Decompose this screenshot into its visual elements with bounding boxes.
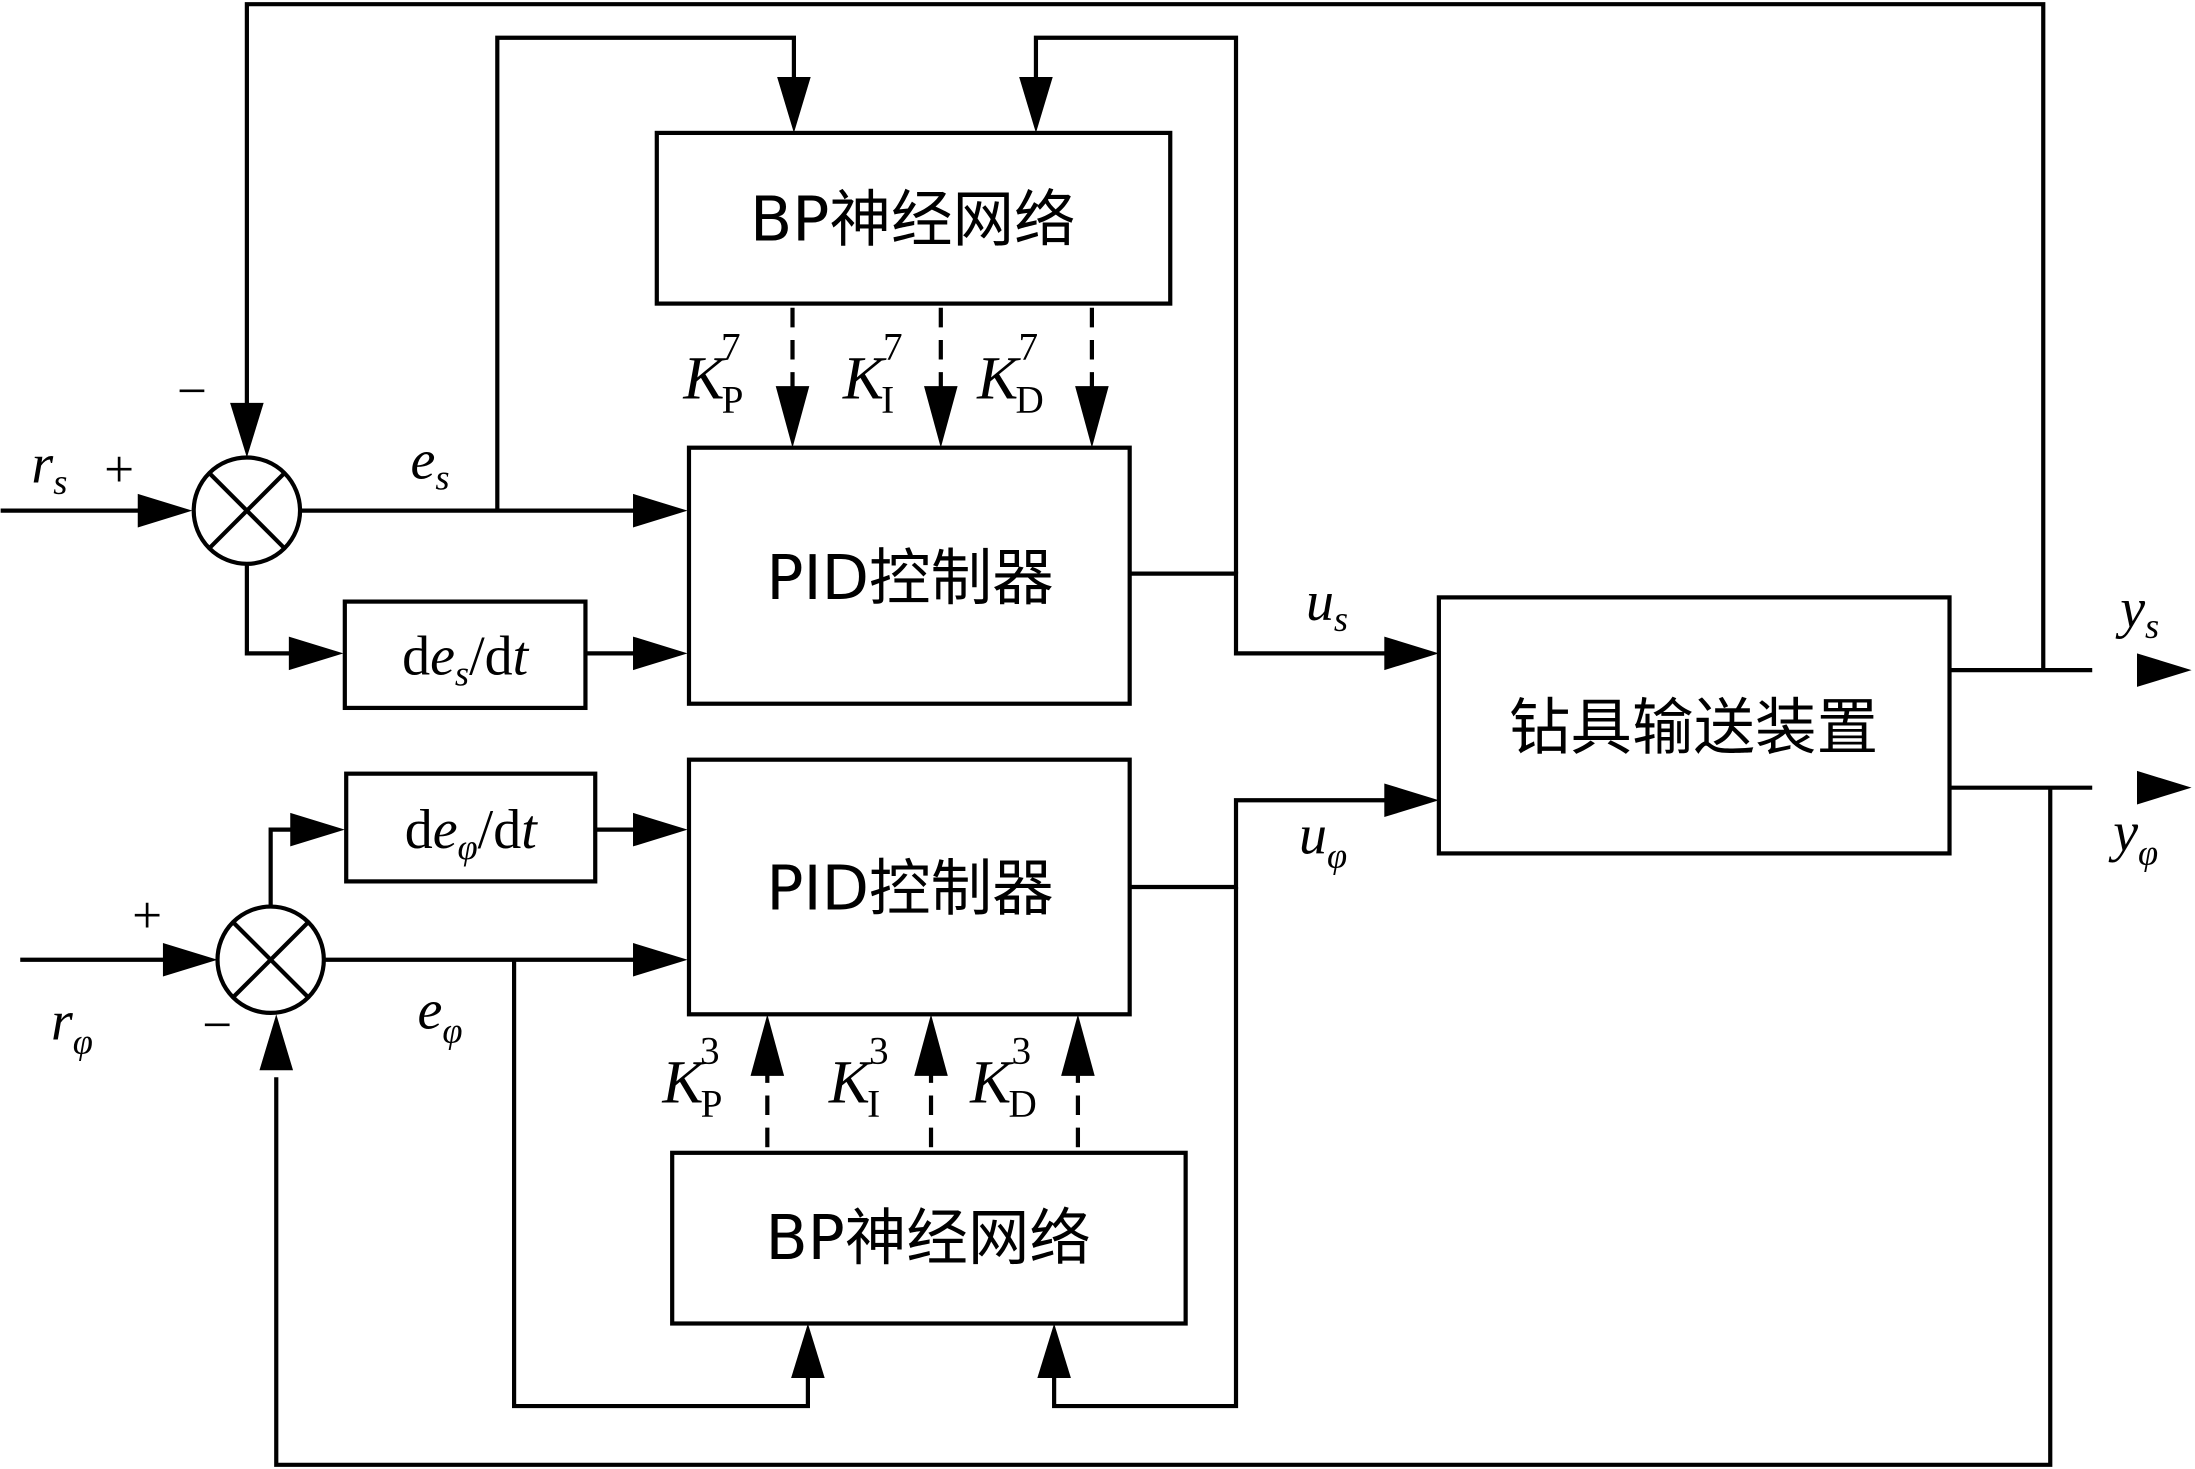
pid-controller-top-label: PID控制器: [766, 542, 1053, 614]
label-e-phi: eφ: [418, 979, 463, 1050]
arrowheads: [137, 76, 2192, 1379]
derivative-block-phi: [344, 771, 598, 884]
pid-controller-top: [686, 445, 1132, 706]
plus-sign-phi: +: [132, 887, 162, 945]
signal-lines: [0, 2, 2093, 1467]
derivative-phi-label: deφ/dt: [405, 799, 538, 867]
gain-kd-top: KD7: [976, 326, 1044, 422]
label-y-s: ys: [2115, 578, 2159, 646]
gain-kp-bottom: KP3: [661, 1029, 722, 1125]
bp-network-bottom-label: BP神经网络: [765, 1202, 1091, 1274]
gain-kd-bottom: KD3: [969, 1029, 1037, 1125]
plus-sign-s: +: [104, 441, 134, 499]
gain-ki-top: KI7: [842, 326, 903, 422]
gain-kp-top: KP7: [682, 326, 743, 422]
label-y-phi: yφ: [2108, 802, 2158, 873]
pid-controller-bottom-label: PID控制器: [766, 852, 1053, 924]
summing-junction-s: [191, 455, 303, 566]
summing-junction-phi: [215, 904, 326, 1016]
derivative-block-s: [342, 599, 588, 711]
bp-network-top: [654, 130, 1173, 306]
bp-network-top-label: BP神经网络: [750, 184, 1076, 256]
drill-conveying-device: [1436, 595, 1952, 856]
label-r-phi: rφ: [51, 990, 93, 1061]
gain-ki-bottom: KI3: [828, 1029, 889, 1125]
label-e-s: es: [411, 429, 450, 497]
label-u-phi: uφ: [1299, 804, 1347, 875]
bp-network-bottom: [670, 1150, 1188, 1326]
label-u-s: us: [1306, 571, 1348, 639]
label-r-s: rs: [31, 434, 67, 502]
plant-label: 钻具输送装置: [1509, 691, 1878, 763]
derivative-s-label: des/dt: [402, 625, 530, 693]
minus-sign-phi: −: [202, 996, 232, 1054]
minus-sign-s: −: [177, 363, 207, 421]
